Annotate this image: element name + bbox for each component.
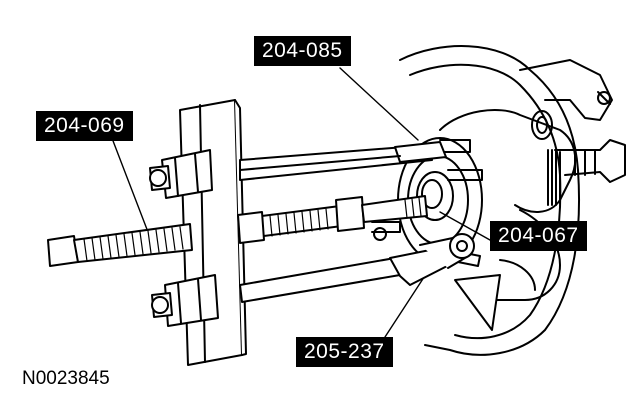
- figure-identifier: N0023845: [22, 368, 110, 389]
- upper-clamp-bracket: [149, 149, 213, 199]
- wheel-knuckle-assembly: [371, 45, 626, 356]
- callout-204-069: 204-069: [36, 111, 133, 141]
- lower-clamp-bracket: [151, 274, 219, 327]
- callout-205-237: 205-237: [296, 337, 393, 367]
- forcing-screw: [47, 195, 428, 267]
- lower-puller-leg: [239, 233, 475, 303]
- callout-204-067: 204-067: [490, 221, 587, 251]
- callout-204-085: 204-085: [254, 36, 351, 66]
- upper-puller-leg: [239, 141, 447, 181]
- screw-threads: [83, 197, 422, 262]
